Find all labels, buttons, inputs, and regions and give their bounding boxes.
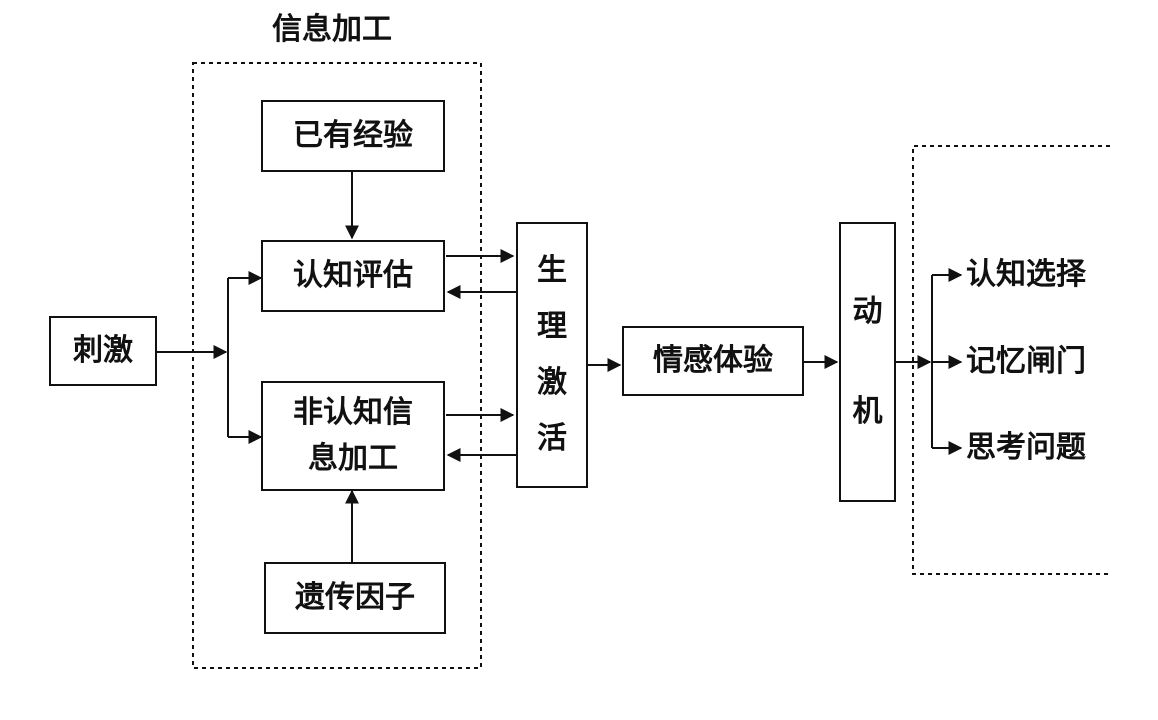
node-stimulus-label: 刺激 [73, 333, 133, 368]
node-genetic-factors-label: 遗传因子 [295, 580, 415, 615]
node-non-cognitive-label-line1: 非认知信 [293, 395, 413, 430]
node-prior-experience-label: 已有经验 [293, 118, 413, 153]
node-non-cognitive-processing: 非认知信 息加工 [261, 381, 445, 491]
node-physiological-activation: 生 理 激 活 [516, 222, 588, 488]
node-motive: 动 机 [839, 222, 896, 502]
node-cognitive-appraisal-label: 认知评估 [293, 258, 413, 293]
output-cognitive-selection: 认知选择 [966, 257, 1086, 292]
node-physio-char-4: 活 [537, 421, 567, 456]
node-emotional-experience: 情感体验 [622, 326, 804, 396]
node-motive-char-2: 机 [852, 394, 883, 429]
info-processing-group-border [192, 62, 482, 669]
node-physio-char-2: 理 [537, 309, 567, 344]
info-processing-title: 信息加工 [272, 12, 392, 47]
output-thinking-problems: 思考问题 [966, 430, 1086, 465]
node-non-cognitive-label-line2: 息加工 [308, 441, 398, 476]
node-physio-char-1: 生 [537, 253, 567, 288]
node-stimulus: 刺激 [49, 316, 157, 386]
node-prior-experience: 已有经验 [261, 100, 445, 172]
node-genetic-factors: 遗传因子 [264, 562, 446, 634]
node-motive-char-1: 动 [852, 294, 883, 329]
output-memory-gate: 记忆闸门 [966, 344, 1086, 379]
output-group-border [912, 145, 1110, 575]
node-physio-char-3: 激 [537, 365, 567, 400]
node-emotional-experience-label: 情感体验 [653, 343, 773, 378]
node-cognitive-appraisal: 认知评估 [261, 240, 445, 312]
